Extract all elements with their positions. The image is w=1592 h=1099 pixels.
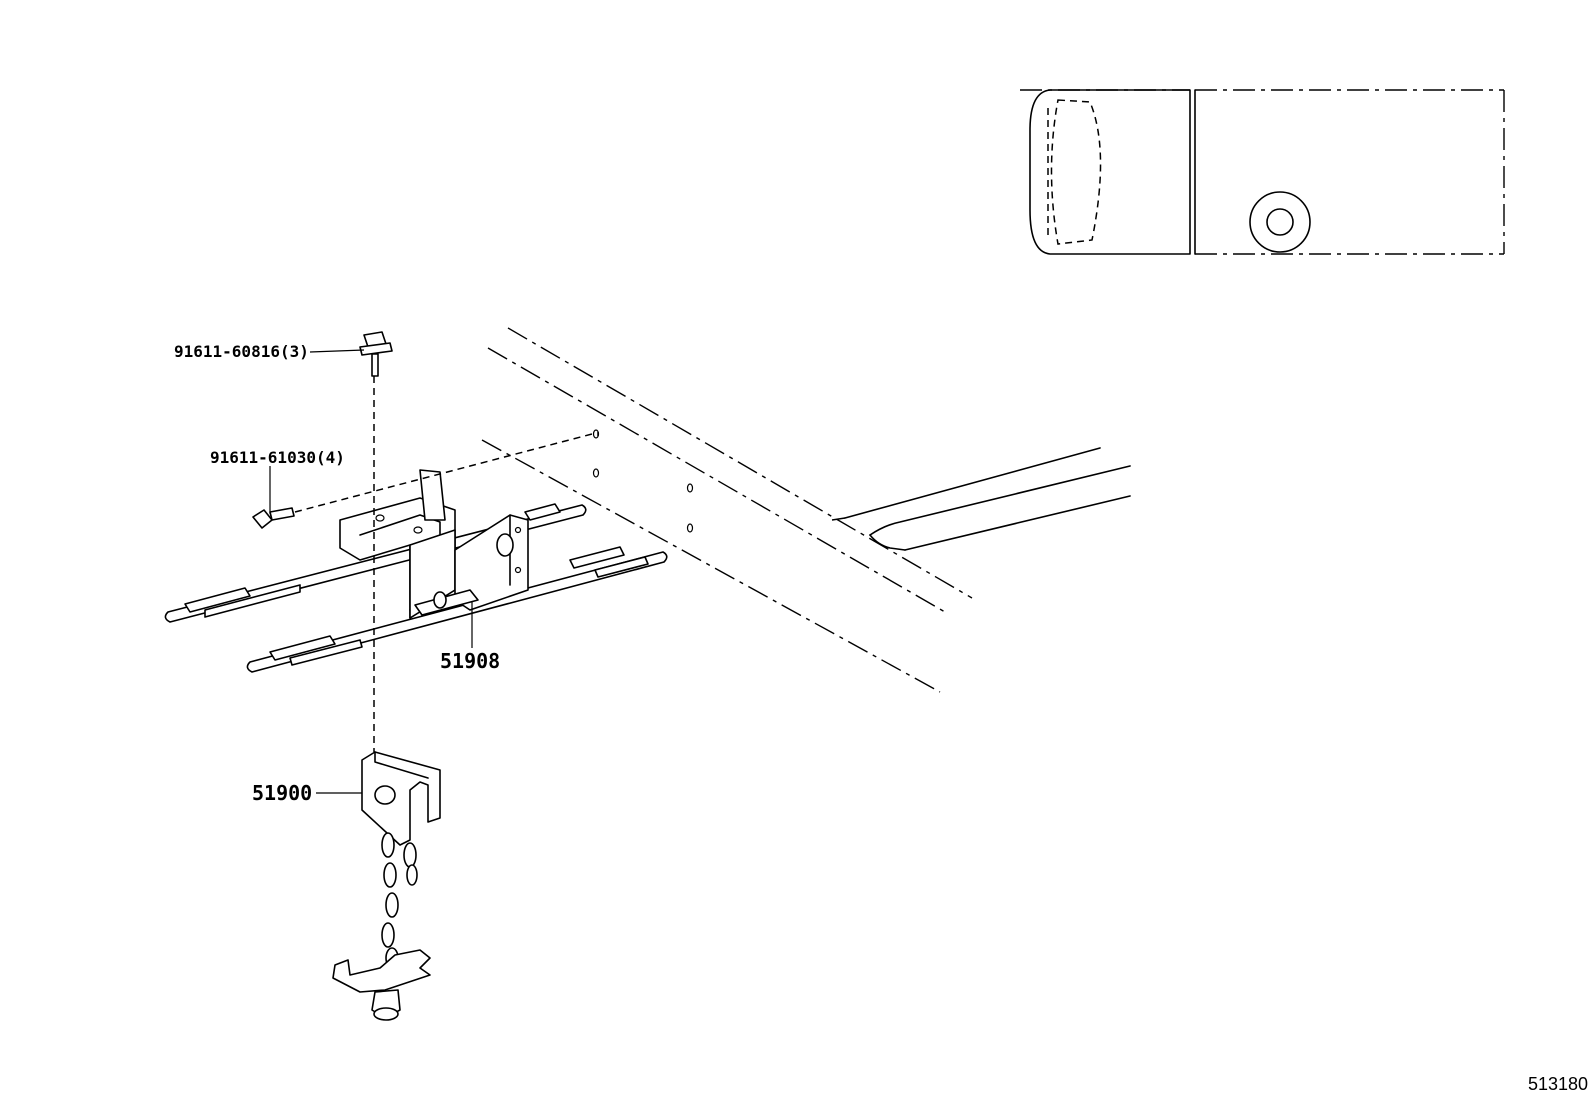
spare-tire-bracket bbox=[164, 469, 668, 673]
part-label-bolt-lower: 91611-61030(4) bbox=[210, 448, 345, 467]
part-label-bolt-upper: 91611-60816(3) bbox=[174, 342, 309, 361]
cross-member bbox=[831, 447, 1131, 551]
reference-id: 513180 bbox=[1528, 1074, 1588, 1094]
bolt-path-horizontal bbox=[294, 433, 593, 513]
bolt-upper-icon bbox=[359, 331, 393, 377]
part-label-carrier: 51900 bbox=[252, 781, 312, 805]
vehicle-locator bbox=[1020, 89, 1505, 255]
bolt-lower-icon bbox=[252, 507, 295, 529]
part-label-bracket: 51908 bbox=[440, 649, 500, 673]
frame-rails bbox=[481, 327, 973, 693]
spare-tire-carrier bbox=[332, 751, 441, 1021]
